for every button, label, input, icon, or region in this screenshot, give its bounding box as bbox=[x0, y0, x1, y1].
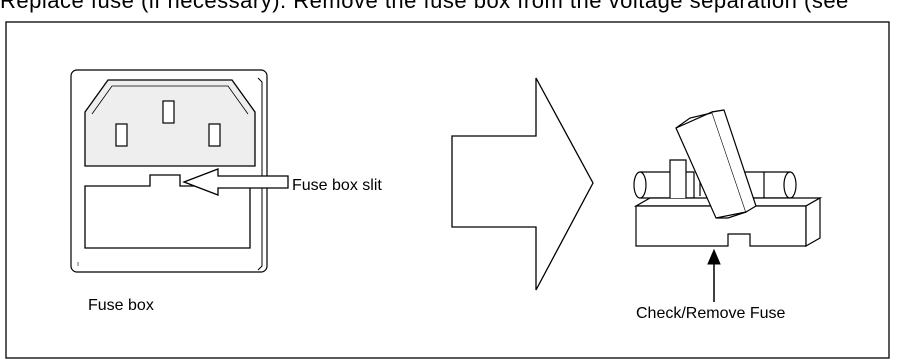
power-inlet-module bbox=[70, 69, 268, 273]
socket-pin-left bbox=[115, 123, 128, 147]
check-arrow-head bbox=[707, 248, 721, 265]
fuse-box-drawer bbox=[84, 174, 251, 249]
fuse-box-slit-label: Fuse box slit bbox=[292, 177, 382, 194]
socket-pin-right bbox=[208, 123, 221, 147]
figure-frame bbox=[5, 21, 890, 359]
slit-arrow bbox=[182, 168, 289, 196]
check-remove-fuse-label: Check/Remove Fuse bbox=[636, 305, 786, 322]
header-text: Replace fuse (if necessary). Remove the … bbox=[0, 0, 849, 13]
direction-arrow bbox=[451, 77, 594, 291]
fuse-box-label: Fuse box bbox=[88, 297, 154, 314]
fuse-holder bbox=[633, 109, 823, 248]
socket-pin-center bbox=[162, 100, 175, 124]
holder-base-side bbox=[805, 196, 821, 248]
